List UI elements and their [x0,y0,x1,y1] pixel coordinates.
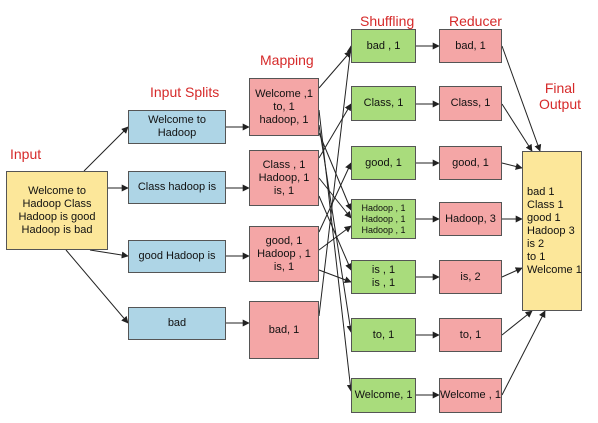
map-line: Welcome ,1 [255,87,313,100]
reduce-to-final-bad [501,45,542,152]
reduce-to-final-class [501,103,533,152]
split-line: bad [167,317,187,329]
reduce-box-hadoop: Hadoop, 3 [439,202,502,236]
final-output-box: bad 1 Class 1 good 1 Hadoop 3 is 2 to 1 … [522,151,582,311]
split-line: Class hadoop is [137,181,217,193]
map1-to-shuffle-welcome-b [318,109,354,392]
reduce-line: Welcome , 1 [440,389,501,401]
input-line: Hadoop is bad [21,223,93,236]
input-to-split-4 [65,249,129,324]
reduce-box-to: to, 1 [439,318,502,352]
map1-to-shuffle-to [318,124,354,333]
final-line: Hadoop 3 [527,224,575,237]
reduce-line: is, 2 [460,270,481,283]
shuffle-line: Class, 1 [363,97,404,109]
reduce-line: Class, 1 [450,97,491,109]
final-line: Welcome 1 [527,263,582,276]
shuffle-box-welcome: Welcome, 1 [351,378,416,413]
final-output-title-line1: Final [544,80,576,96]
map-line: Class , 1 [262,158,306,171]
final-line: Class 1 [527,198,564,211]
map-line: is, 1 [273,260,295,273]
reducer-title: Reducer [449,13,502,29]
shuffle-box-bad: bad , 1 [351,29,416,63]
split-line: good Hadoop is [138,250,216,262]
shuffle-line: Welcome, 1 [354,389,413,401]
map3-to-shuffle-hadoop [318,225,352,251]
reduce-box-is: is, 2 [439,260,502,294]
mapping-title: Mapping [260,52,314,68]
shuffle-line: to, 1 [372,328,395,341]
map-line: good, 1 [265,234,303,247]
shuffle-box-class: Class, 1 [351,86,416,121]
final-output-title-line2: Output [538,96,582,112]
map-box-1: Welcome ,1 to, 1 hadoop, 1 [249,78,319,136]
shuffle-line: Hadoop , 1 [361,202,406,213]
map4-to-shuffle-bad [318,45,354,317]
final-line: bad 1 [527,185,555,198]
map-line: Hadoop , 1 [257,247,311,260]
shuffle-box-good: good, 1 [351,146,416,180]
reduce-to-final-welcome [501,310,546,396]
reduce-to-final-is [501,267,523,278]
reduce-box-class: Class, 1 [439,86,502,121]
final-output-title: Final Output [533,80,587,112]
split-box-1: Welcome to Hadoop [128,110,226,144]
reduce-line: Hadoop, 3 [445,212,496,225]
split-line: Welcome to [148,114,206,126]
final-line: to 1 [527,250,546,263]
split-box-4: bad [128,307,226,340]
map-box-2: Class , 1 Hadoop, 1 is, 1 [249,150,319,206]
reduce-box-welcome: Welcome , 1 [439,378,502,413]
reduce-line: bad, 1 [455,39,486,52]
input-to-split-1 [83,126,129,172]
map1-to-shuffle-welcome [318,50,352,89]
reduce-to-final-to [501,310,533,336]
map1-to-shuffle-hadoop [318,132,352,211]
reduce-line: to, 1 [459,328,482,341]
map-line: to, 1 [273,100,295,113]
input-box: Welcome to Hadoop Class Hadoop is good H… [6,171,108,250]
input-to-split-3 [89,249,129,259]
map-line: is, 1 [273,184,295,197]
map2-to-shuffle-is [318,195,352,271]
shuffle-line: is , 1 [371,264,396,276]
map3-to-shuffle-good [318,162,352,233]
shuffle-line: is , 1 [371,277,396,289]
final-line: is 2 [527,237,545,250]
map2-to-shuffle-class [318,103,352,159]
input-splits-title: Input Splits [150,84,220,100]
shuffle-box-hadoop: Hadoop , 1 Hadoop , 1 Hadoop , 1 [351,199,416,239]
input-line: Welcome to [28,184,86,197]
reduce-to-final-good [501,162,523,170]
split-box-2: Class hadoop is [128,171,226,204]
shuffle-line: bad , 1 [366,39,401,52]
map-box-4: bad, 1 [249,301,319,359]
input-title: Input [10,146,42,162]
shuffle-line: Hadoop , 1 [361,224,406,235]
split-line: Hadoop [157,127,197,139]
map-box-3: good, 1 Hadoop , 1 is, 1 [249,226,319,282]
input-line: Hadoop Class [22,197,92,210]
shuffle-box-to: to, 1 [351,318,416,352]
map-line: bad, 1 [268,323,300,336]
reduce-box-bad: bad, 1 [439,29,502,63]
reduce-line: good, 1 [452,156,489,169]
input-line: Hadoop is good [18,210,96,223]
shuffling-title: Shuffling [360,13,415,29]
map-line: hadoop, 1 [259,113,309,126]
map-line: Hadoop, 1 [258,171,310,184]
reduce-box-good: good, 1 [439,146,502,180]
shuffle-line: good, 1 [365,156,402,169]
final-line: good 1 [527,211,561,224]
shuffle-box-is: is , 1 is , 1 [351,260,416,294]
split-box-3: good Hadoop is [128,240,226,273]
shuffle-line: Hadoop , 1 [361,213,406,224]
